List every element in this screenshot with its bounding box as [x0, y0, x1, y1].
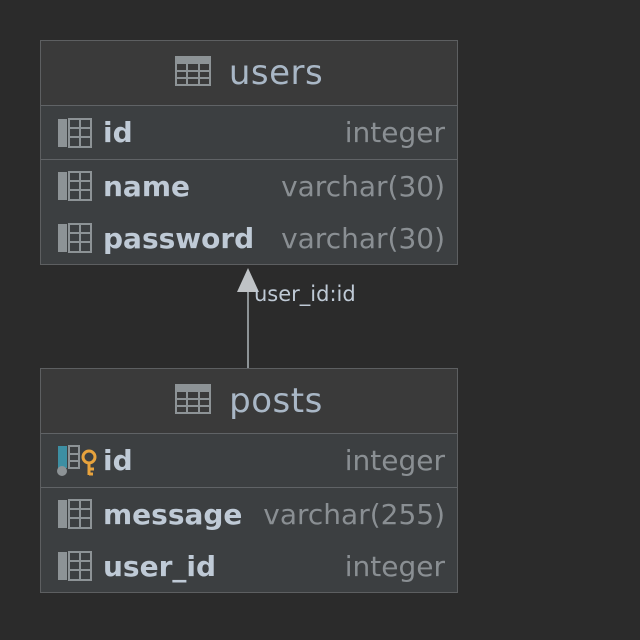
users-table[interactable]: users id integer name varchar(30) — [40, 40, 458, 265]
column-name: message — [103, 497, 243, 531]
table-icon — [175, 384, 212, 418]
column-name: id — [103, 116, 133, 149]
column-icon — [57, 498, 97, 530]
column-icon — [57, 222, 97, 254]
column-name: password — [103, 221, 255, 255]
table-title: posts — [229, 381, 323, 421]
column-icon — [57, 170, 97, 202]
column-row[interactable]: id integer — [41, 434, 457, 488]
relationship-label: user_id:id — [254, 282, 356, 306]
users-table-header[interactable]: users — [41, 41, 457, 106]
table-title: users — [228, 53, 324, 93]
column-icon — [57, 117, 97, 149]
primary-key-column-icon — [57, 444, 97, 477]
column-name: user_id — [103, 549, 217, 583]
column-type: varchar(30) — [281, 169, 445, 203]
column-row[interactable]: name varchar(30) — [41, 160, 457, 212]
column-row[interactable]: password varchar(30) — [41, 212, 457, 264]
column-type: integer — [344, 444, 445, 477]
column-type: integer — [344, 549, 445, 583]
column-row[interactable]: user_id integer — [41, 540, 457, 592]
column-name: name — [103, 169, 190, 203]
column-name: id — [103, 444, 133, 477]
column-type: integer — [344, 116, 445, 149]
column-type: varchar(255) — [263, 497, 445, 531]
arrowhead-icon — [237, 268, 259, 292]
posts-table[interactable]: posts id integer — [40, 368, 458, 593]
column-row[interactable]: message varchar(255) — [41, 488, 457, 540]
column-icon — [57, 550, 97, 582]
column-row[interactable]: id integer — [41, 106, 457, 160]
table-icon — [174, 56, 211, 90]
posts-table-header[interactable]: posts — [41, 369, 457, 434]
column-type: varchar(30) — [281, 221, 445, 255]
